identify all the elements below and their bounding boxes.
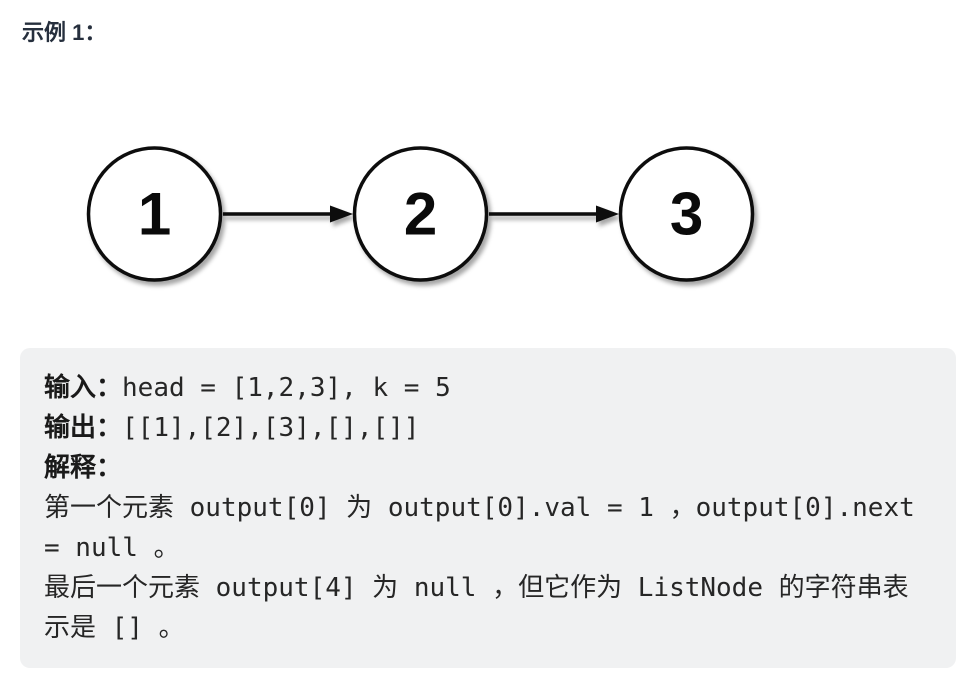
node-circle-3 (618, 146, 755, 282)
explanation-line-2: 最后一个元素 output[4] 为 null ，但它作为 ListNode 的… (44, 573, 909, 643)
output-value: [[1],[2],[3],[],[]] (122, 413, 420, 443)
linked-list-diagram: 1 2 3 (86, 146, 755, 282)
output-label: 输出： (44, 413, 123, 443)
example-heading: 示例 1： (22, 20, 107, 45)
example-section: 示例 1： 1 2 3 输入：head = [1,2,3], k = 5 输出：… (0, 18, 976, 668)
explanation-label: 解释： (44, 453, 123, 483)
output-line: 输出：[[1],[2],[3],[],[]] (44, 408, 932, 448)
node-value-1: 1 (138, 181, 171, 248)
node-value-3: 3 (670, 181, 703, 248)
explanation-label-line: 解释： (44, 448, 932, 488)
explanation-line-1: 第一个元素 output[0] 为 output[0].val = 1 ，out… (44, 493, 931, 563)
diagram-labels: 1 2 3 (138, 181, 703, 248)
input-line: 输入：head = [1,2,3], k = 5 (44, 368, 932, 408)
arrow-2-head (596, 205, 619, 223)
input-label: 输入： (44, 373, 123, 403)
input-value: head = [1,2,3], k = 5 (122, 373, 451, 403)
node-circle-2 (352, 146, 489, 282)
example-io-block: 输入：head = [1,2,3], k = 5 输出：[[1],[2],[3]… (20, 348, 956, 668)
diagram-shapes (86, 146, 755, 282)
node-value-2: 2 (404, 181, 437, 248)
node-circle-1 (86, 146, 223, 282)
arrow-1-head (330, 205, 353, 223)
